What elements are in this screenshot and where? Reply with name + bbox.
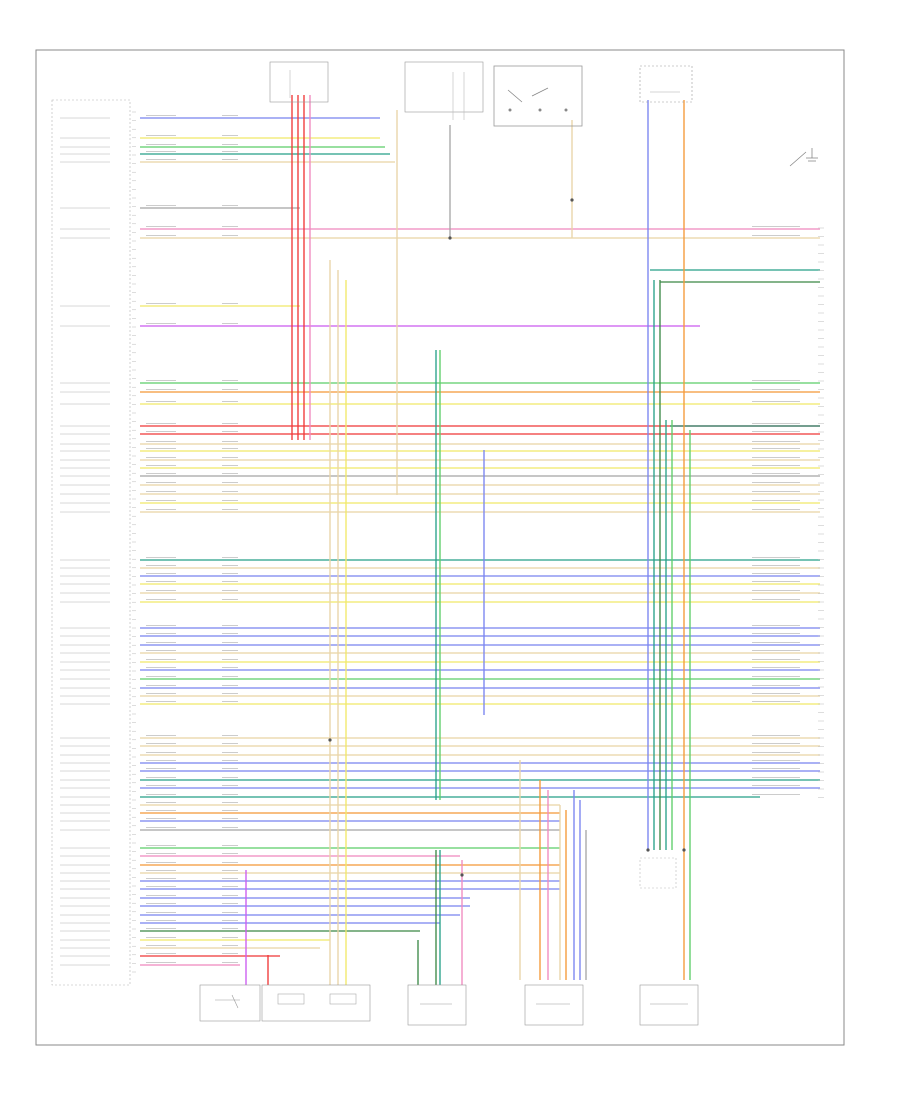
vertical-wire-group xyxy=(245,95,691,985)
sensor-bottom-2-icon xyxy=(261,984,371,1022)
splice-dot xyxy=(570,198,574,202)
sensor-bottom-3-icon xyxy=(407,984,467,1026)
switch-box xyxy=(493,65,583,127)
ground-top-right-icon xyxy=(789,148,818,167)
label-group xyxy=(60,111,824,973)
sensor-bottom-5-icon xyxy=(639,984,699,1026)
sensor-bottom-1-icon xyxy=(199,984,261,1022)
wire-group xyxy=(140,117,820,966)
splice-dot xyxy=(460,873,464,877)
splice-dot xyxy=(448,236,452,240)
resistor-block-icon xyxy=(639,857,677,889)
splice-dot xyxy=(682,848,686,852)
diagram-border xyxy=(35,49,845,1046)
splice-dot xyxy=(328,738,332,742)
relay-top-right xyxy=(639,65,693,103)
sensor-bottom-4-icon xyxy=(524,984,584,1026)
splice-dot xyxy=(646,848,650,852)
pcm-connector-block xyxy=(51,99,131,986)
top-connector-b xyxy=(404,61,484,120)
top-connector-a xyxy=(269,61,329,103)
